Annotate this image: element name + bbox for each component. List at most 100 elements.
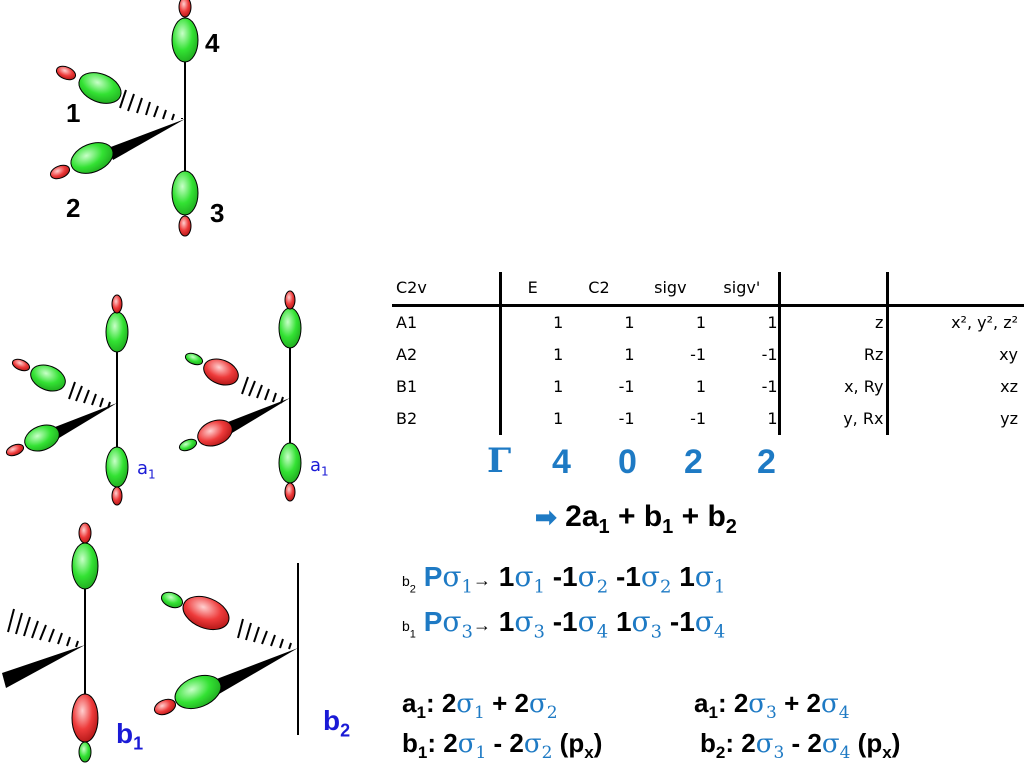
salc-b1-left: b1: 2σ1 - 2σ2 (px): [402, 728, 602, 763]
sigma: σ: [442, 605, 462, 638]
table-header-cell: sigv': [706, 272, 780, 307]
arrow: →: [472, 570, 491, 590]
irrep-sub: 1: [321, 464, 329, 479]
salc-extra-sub: x: [584, 743, 594, 763]
reduction-sub: 1: [598, 516, 610, 538]
salc-extra: (p: [552, 728, 585, 758]
sigma: σ: [631, 605, 651, 638]
salc-coef: 2: [443, 728, 458, 758]
salc-label-sub: 2: [715, 743, 726, 763]
irrep-sub: 1: [133, 733, 144, 754]
sigma-sub: 2: [546, 703, 558, 724]
char-value: 1: [499, 403, 564, 435]
reduction-term: + b: [609, 500, 663, 533]
irrep-name: A1: [396, 313, 418, 332]
table-header-cell: C2v: [392, 272, 501, 307]
sigma: σ: [820, 689, 839, 719]
label-a1-left: a1: [137, 458, 156, 482]
salc-op: -: [784, 728, 808, 758]
reduction-term: + b: [673, 500, 726, 533]
gamma-value: 4: [552, 443, 571, 481]
orbital-1: [55, 65, 122, 104]
sigma-sub: 1: [461, 576, 473, 598]
salc-colon: :: [717, 688, 734, 718]
salc-coef: 2: [514, 688, 529, 718]
sigma-sub: 1: [474, 703, 485, 724]
sigma: σ: [456, 689, 475, 719]
gamma-value: 2: [684, 443, 703, 481]
table-header-row: C2v E C2 sigv sigv': [392, 272, 1024, 307]
orbital-2: [49, 142, 114, 180]
orbital-4: [171, 0, 199, 63]
salc-extra-sub: x: [882, 743, 892, 763]
salc-op: +: [484, 688, 515, 718]
irrep-letter: b: [323, 705, 341, 736]
projection-operator: P: [423, 561, 443, 592]
table-header-cell: [886, 272, 1024, 307]
salc-label: a: [694, 688, 709, 718]
salc-coef: 2: [807, 728, 822, 758]
gamma-symbol: Γ: [487, 441, 512, 481]
table-header-cell: C2: [563, 272, 635, 307]
projection-row-b2: b2 Pσ1→ 1σ1 -1σ2 -1σ2 1σ1: [402, 560, 725, 598]
table-header-cell: sigv: [634, 272, 707, 307]
salc-label-sub: 1: [708, 703, 718, 723]
sigma-sub: 4: [596, 621, 609, 643]
sigma-sub: 4: [838, 703, 850, 724]
linear-function: y, Rx: [777, 403, 888, 435]
sigma-sub: 3: [766, 703, 777, 724]
bottom-right-molecule: [153, 563, 299, 735]
sigma: σ: [748, 689, 767, 719]
table-row: B2 1 -1 -1 1 y, Rx yz: [392, 403, 1024, 435]
arrow: →: [472, 615, 491, 635]
top-molecule: [49, 0, 199, 237]
salc-label-sub: 1: [417, 743, 428, 763]
salc-op: -: [486, 728, 510, 758]
irrep-name: B1: [396, 377, 418, 396]
quadratic-function: x², y², z²: [886, 305, 1024, 339]
sigma: σ: [694, 605, 714, 638]
sigma-sub: 1: [713, 576, 726, 598]
reduction-result: ➡ 2a1 + b1 + b2: [535, 500, 737, 539]
label-a1-right: a1: [310, 455, 329, 479]
mid-left-molecule: [5, 294, 129, 506]
char-value: -1: [618, 409, 635, 428]
salc-label: a: [402, 688, 417, 718]
coef: -1: [615, 561, 641, 592]
gamma-value: 2: [757, 443, 776, 481]
sigma-sub: 4: [839, 743, 851, 764]
char-value: 1: [767, 409, 778, 428]
salc-coef: 2: [509, 728, 524, 758]
salc-coef: 2: [733, 688, 749, 718]
coef: -1: [669, 606, 695, 637]
sigma: σ: [694, 560, 714, 593]
label-2: 2: [66, 193, 81, 223]
irrep-letter: b: [116, 718, 134, 749]
irrep-sub: 1: [148, 467, 156, 482]
salc-extra-close: ): [593, 728, 603, 758]
projection-tag: b: [402, 618, 410, 634]
salc-coef: 2: [806, 688, 821, 718]
bottom-left-molecule: [2, 522, 99, 763]
reduction-sub: 2: [725, 516, 737, 538]
label-b2: b2: [323, 705, 350, 742]
sigma-sub: 2: [659, 576, 672, 598]
salc-extra: (p: [850, 728, 883, 758]
quadratic-function: yz: [886, 403, 1024, 435]
coef: 1: [615, 606, 632, 637]
character-table: C2v E C2 sigv sigv' A1 1 1 1 1 z x², y²,…: [392, 272, 1024, 435]
sigma-sub: 2: [596, 576, 609, 598]
salc-colon: :: [725, 728, 742, 758]
irrep-letter: a: [137, 458, 149, 479]
reduction-term: 2a: [565, 500, 599, 533]
sigma-sub: 3: [461, 621, 473, 643]
label-3: 3: [210, 198, 225, 228]
arrow-right-icon: ➡: [535, 502, 557, 532]
sigma: σ: [457, 729, 476, 759]
irrep-name: A2: [396, 345, 418, 364]
char-value: 1: [695, 377, 707, 396]
label-1: 1: [66, 98, 81, 128]
projection-tag-sub: 1: [409, 628, 416, 641]
sigma: σ: [514, 560, 534, 593]
label-b1: b1: [116, 718, 143, 755]
